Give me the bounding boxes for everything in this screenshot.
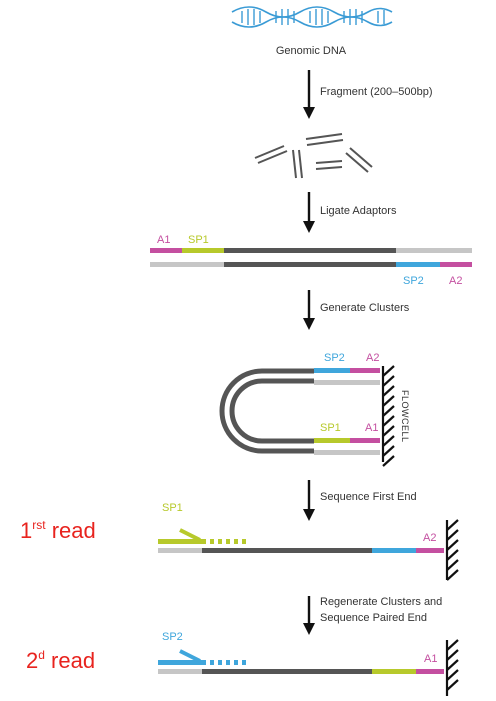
sp2-label: SP2 [403,275,424,287]
down-arrow-icon [303,290,315,330]
down-arrow-icon [303,192,315,233]
read1-a2-label: A2 [423,532,436,544]
flowcell-wall [381,365,395,467]
down-arrow-icon [303,480,315,521]
flowcell-wall [445,519,459,581]
cluster-sp1-label: SP1 [320,422,341,434]
dna-helix-icon [231,6,393,28]
a1-label: A1 [157,234,170,246]
step-paired-line2: Sequence Paired End [320,612,427,624]
flowcell-label: FLOWCELL [400,390,410,443]
sp1-label: SP1 [188,234,209,246]
step-first-end-label: Sequence First End [320,491,417,503]
cluster-sp2-label: SP2 [324,352,345,364]
cluster-bridge [219,368,380,455]
first-read-strand [158,528,444,553]
step-clusters-label: Generate Clusters [320,302,410,314]
step-ligate-label: Ligate Adaptors [320,205,397,217]
read2-a1-label: A1 [424,653,437,665]
read2-sp2-label: SP2 [162,631,183,643]
dna-fragments-icon [254,133,373,179]
adapted-fragment [150,248,472,267]
second-read-label: 2d read [26,648,95,673]
down-arrow-icon [303,70,315,119]
read1-sp1-label: SP1 [162,502,183,514]
second-read-strand [158,649,444,674]
cluster-a2-label: A2 [366,352,379,364]
genomic-dna-title: Genomic DNA [276,45,347,57]
cluster-a1-label: A1 [365,422,378,434]
a2-label: A2 [449,275,462,287]
first-read-label: 1rst read [20,518,96,543]
step-fragment-label: Fragment (200–500bp) [320,86,433,98]
step-paired-line1: Regenerate Clusters and [320,596,442,608]
flowcell-wall [445,639,459,696]
down-arrow-icon [303,596,315,635]
